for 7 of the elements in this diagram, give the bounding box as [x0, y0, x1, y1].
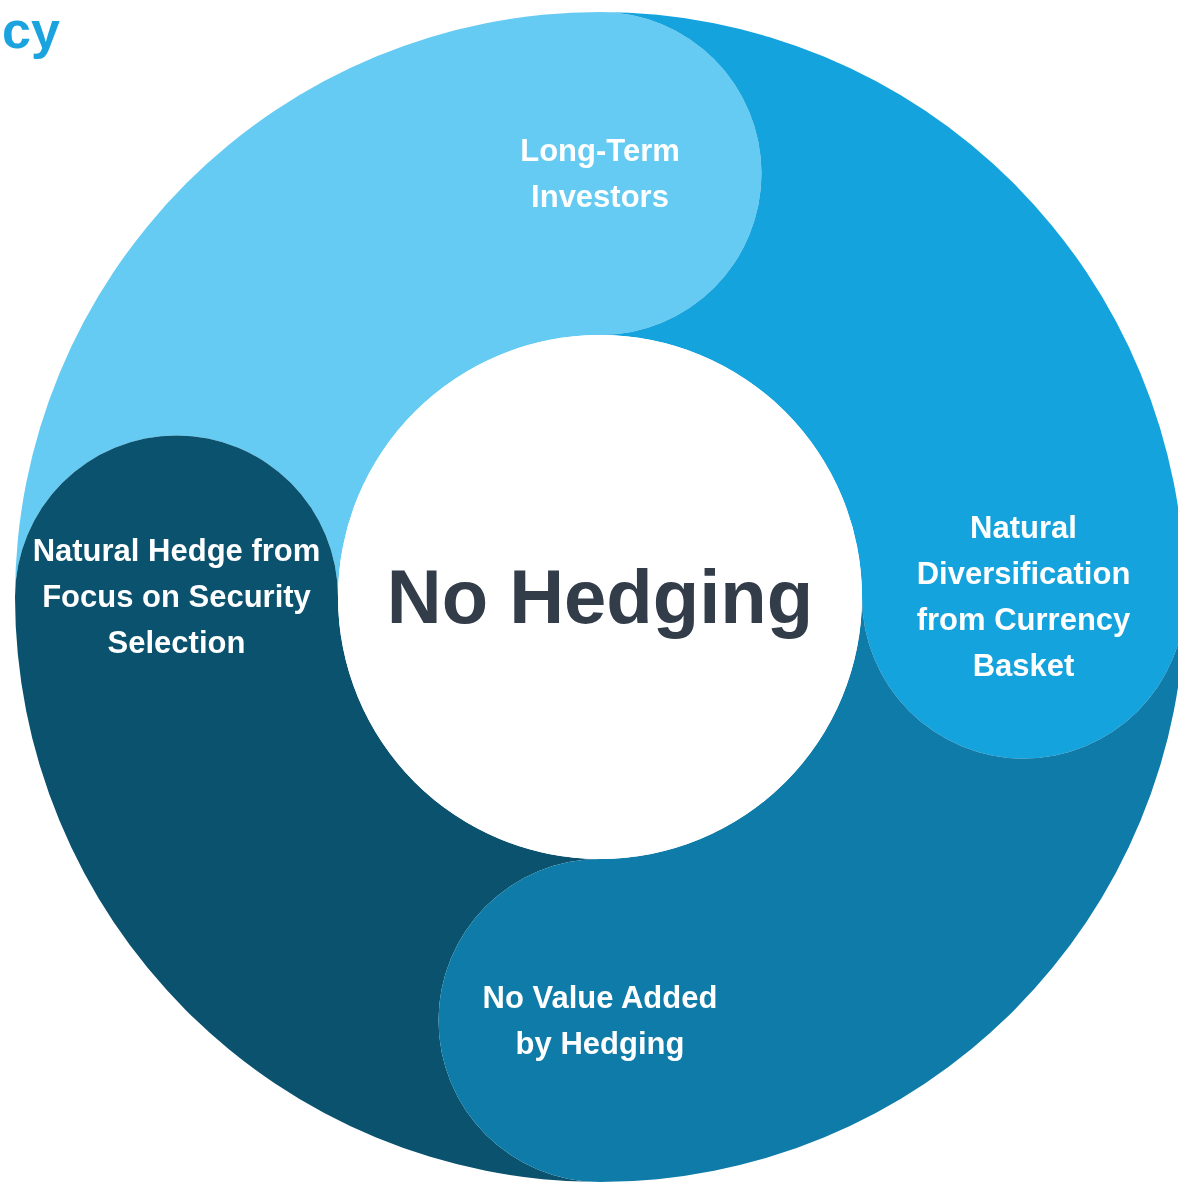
segment-label: Natural Hedge from Focus on Security Selection [31, 532, 322, 662]
center-circle [338, 335, 862, 859]
title-fragment: cy [2, 2, 60, 58]
segment-label: Natural Diversification from Currency Basket [915, 509, 1132, 685]
center-title: No Hedging [386, 555, 814, 639]
segment-label: No Value Added by Hedging [481, 978, 719, 1063]
segment-label: Long-Term Investors [519, 131, 681, 216]
